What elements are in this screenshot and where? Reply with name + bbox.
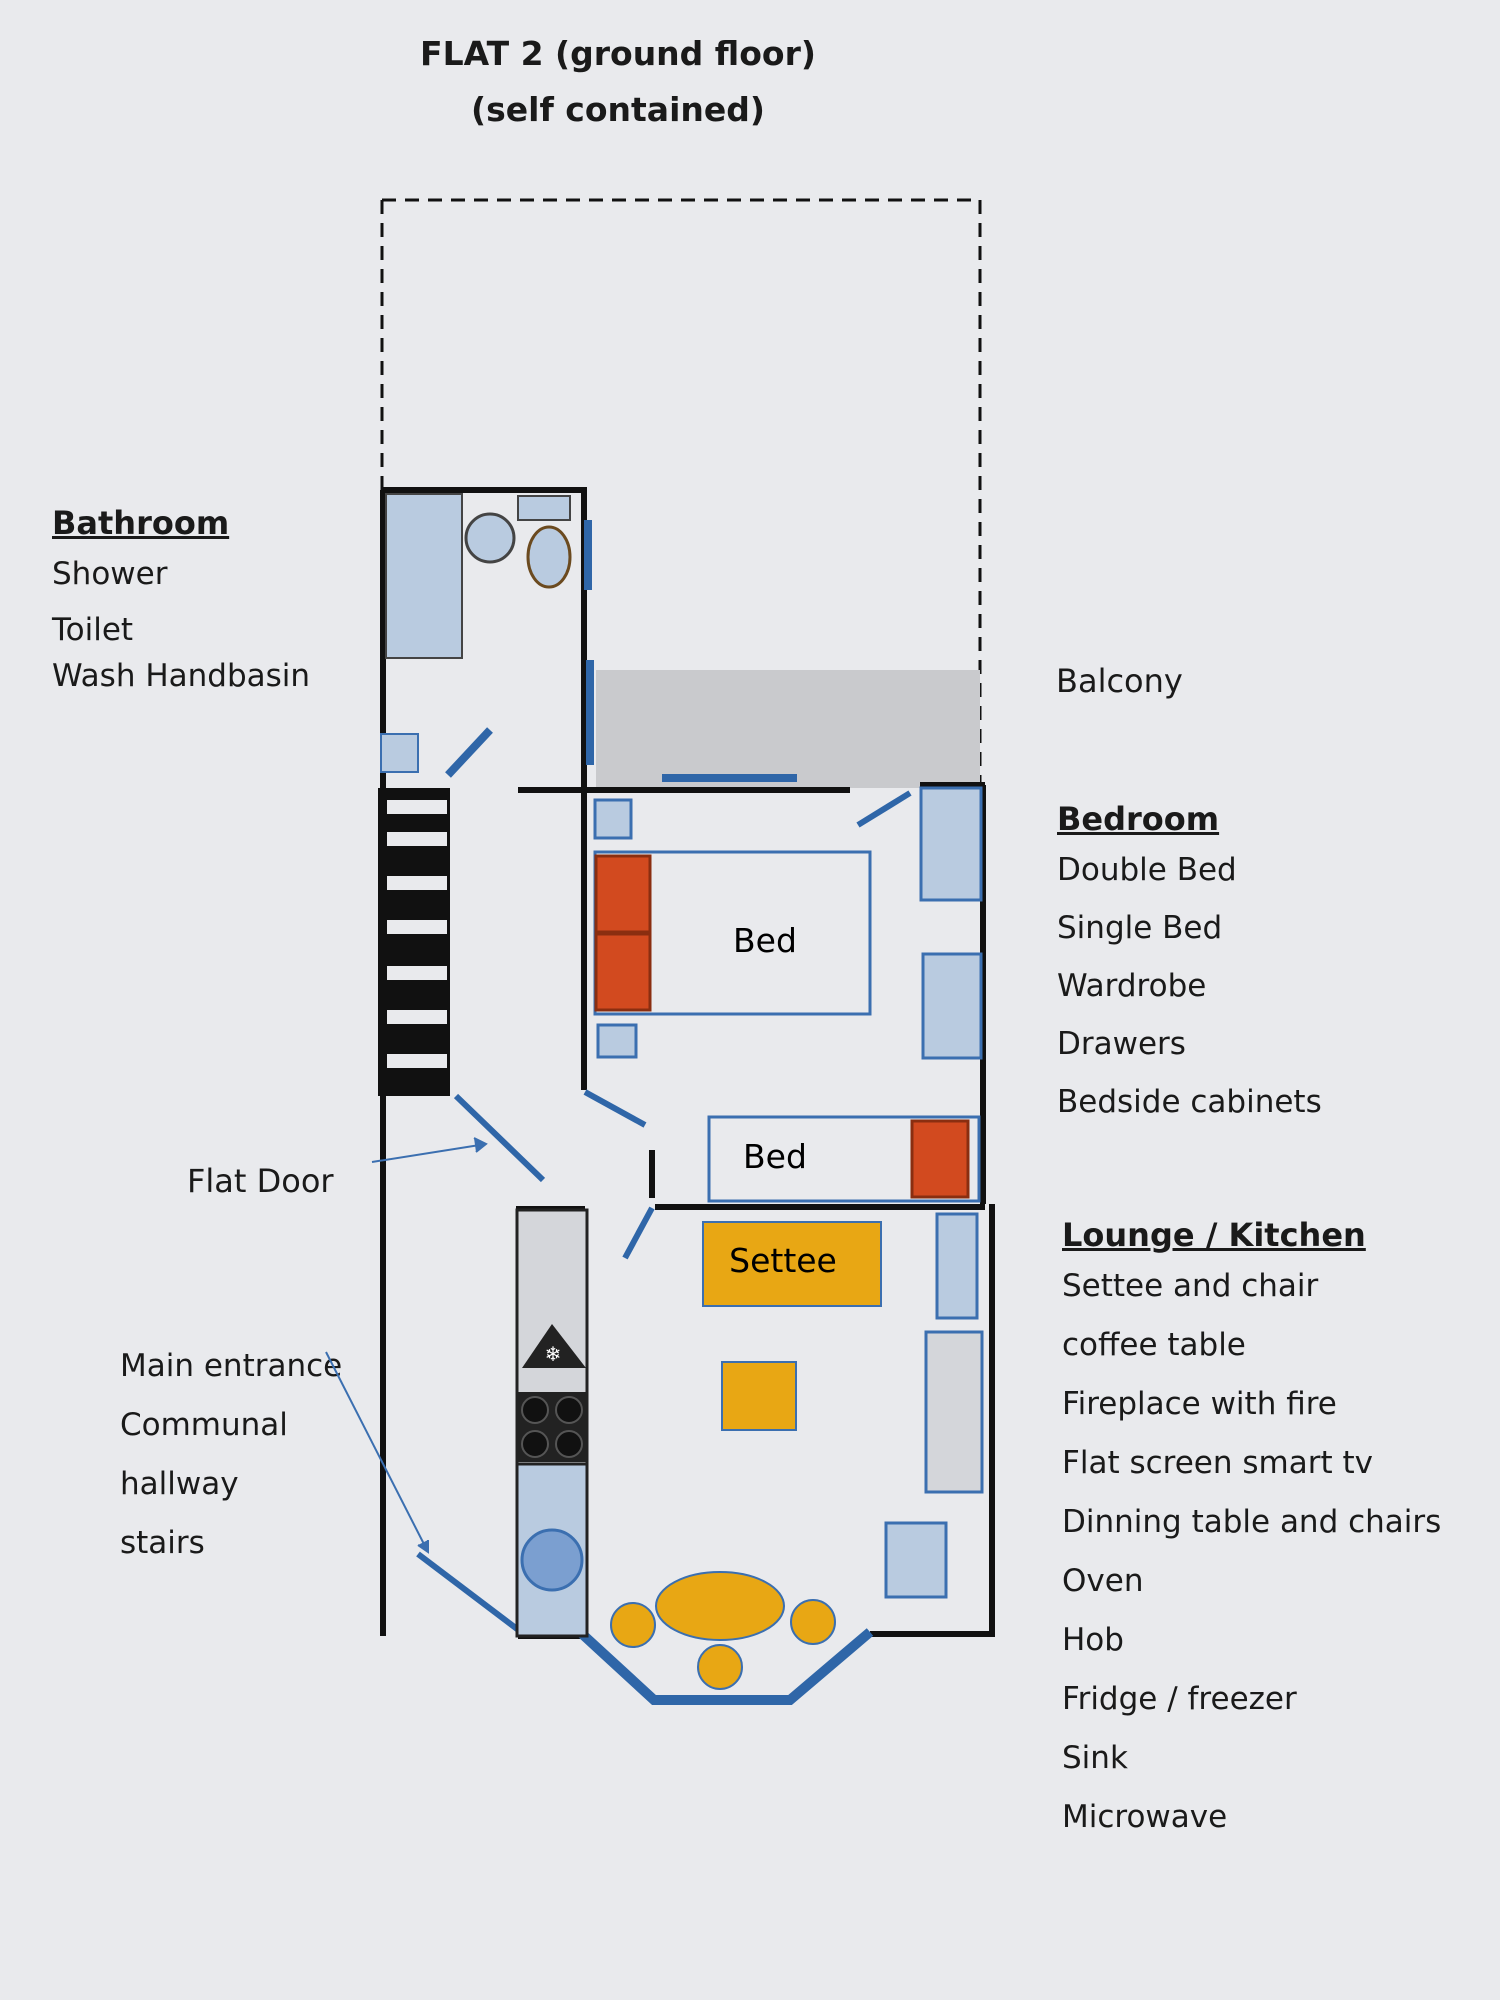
snowflake-icon: ❄ [545,1342,562,1366]
pillow-1 [594,854,652,934]
lounge-item: Dinning table and chairs [1062,1504,1442,1540]
bathroom-fixtures [380,493,572,773]
lounge-door [622,1206,655,1260]
settee-label: Settee [729,1241,837,1280]
lounge-kitchen-heading: Lounge / Kitchen [1062,1216,1366,1254]
single-bed-label: Bed [743,1137,807,1176]
cistern [517,495,571,521]
microwave-icon [522,1324,586,1368]
dining-chair-bottom [697,1644,743,1690]
plan-subtitle: (self contained) [471,90,765,129]
dining-chair-right [790,1599,836,1645]
toilet [526,525,572,589]
lounge-item: coffee table [1062,1327,1246,1363]
fireplace [924,1330,984,1494]
hall-cupboard [380,733,419,773]
plan-title: FLAT 2 (ground floor) [420,34,816,73]
main-entrance-line: Main entrance [120,1348,343,1384]
balcony-area [596,670,980,788]
lounge-item: Flat screen smart tv [1062,1445,1373,1481]
single-bed-door [583,1089,647,1128]
dining-chair-left [610,1602,656,1648]
bedroom-item: Single Bed [1057,910,1223,946]
main-entrance-labels: Main entrance Communal hallway stairs [120,1348,342,1581]
bathroom-heading: Bathroom [52,504,230,542]
main-entrance-line: hallway [120,1466,239,1502]
coffee-table [721,1361,797,1431]
walls [380,487,995,1639]
bedroom-item: Drawers [1057,1026,1186,1062]
lounge-item: Microwave [1062,1799,1228,1835]
bedroom-item: Bedside cabinets [1057,1084,1322,1120]
bay-window [576,1628,874,1705]
dining-table [655,1571,785,1641]
lounge-item: Oven [1062,1563,1144,1599]
bathroom-item: Shower [52,556,168,592]
bedroom-item: Wardrobe [1057,968,1207,1004]
double-bed-label: Bed [733,921,797,960]
bathroom-door [445,727,493,778]
settee [702,1221,882,1307]
lounge-item: Fireplace with fire [1062,1386,1337,1422]
bedroom-door-swing [856,790,912,828]
kitchen-counter: ❄ [515,1208,589,1638]
flat-door-label: Flat Door [187,1162,334,1200]
bedside-cabinet-top [593,798,633,840]
main-entrance-line: stairs [120,1525,205,1561]
wardrobe [919,786,983,902]
lounge-kitchen-list: Lounge / Kitchen Settee and chair coffee… [1062,1216,1441,1855]
stairs [378,788,450,1096]
sink [520,1528,584,1592]
bedroom-furniture [593,786,983,1203]
chair [884,1521,948,1599]
bathroom-list: Bathroom Shower Toilet Wash Handbasin [52,504,310,714]
lounge-item: Hob [1062,1622,1124,1658]
hob-ring-2 [555,1396,583,1424]
single-bed-pillow [910,1119,970,1199]
main-entrance-line: Communal [120,1407,288,1443]
bedroom-heading: Bedroom [1057,800,1220,838]
hob-ring-4 [555,1430,583,1458]
bedroom-list: Bedroom Double Bed Single Bed Wardrobe D… [1057,800,1322,1140]
lounge-item: Sink [1062,1740,1128,1776]
pillow-2 [594,932,652,1012]
bedroom-item: Double Bed [1057,852,1237,888]
lounge-item: Fridge / freezer [1062,1681,1297,1717]
doors-and-windows [416,520,912,1705]
lounge-furniture [610,1212,984,1690]
balcony-label: Balcony [1056,662,1183,700]
lounge-item: Settee and chair [1062,1268,1319,1304]
annotation-arrows [325,1137,488,1554]
bedside-cabinet-bottom [596,1023,638,1059]
bathroom-item: Toilet [52,612,134,648]
hob-ring-1 [521,1396,549,1424]
main-entrance-door [416,1551,523,1635]
wash-handbasin [464,512,516,564]
hob-ring-3 [521,1430,549,1458]
tv-unit [935,1212,979,1320]
drawers [921,952,983,1060]
outdoor-boundary [380,198,982,790]
shower [385,493,463,659]
flat-door-arrow [371,1143,487,1163]
flat-door [453,1093,546,1183]
main-entrance-arrow [325,1351,429,1553]
bathroom-item: Wash Handbasin [52,658,311,694]
